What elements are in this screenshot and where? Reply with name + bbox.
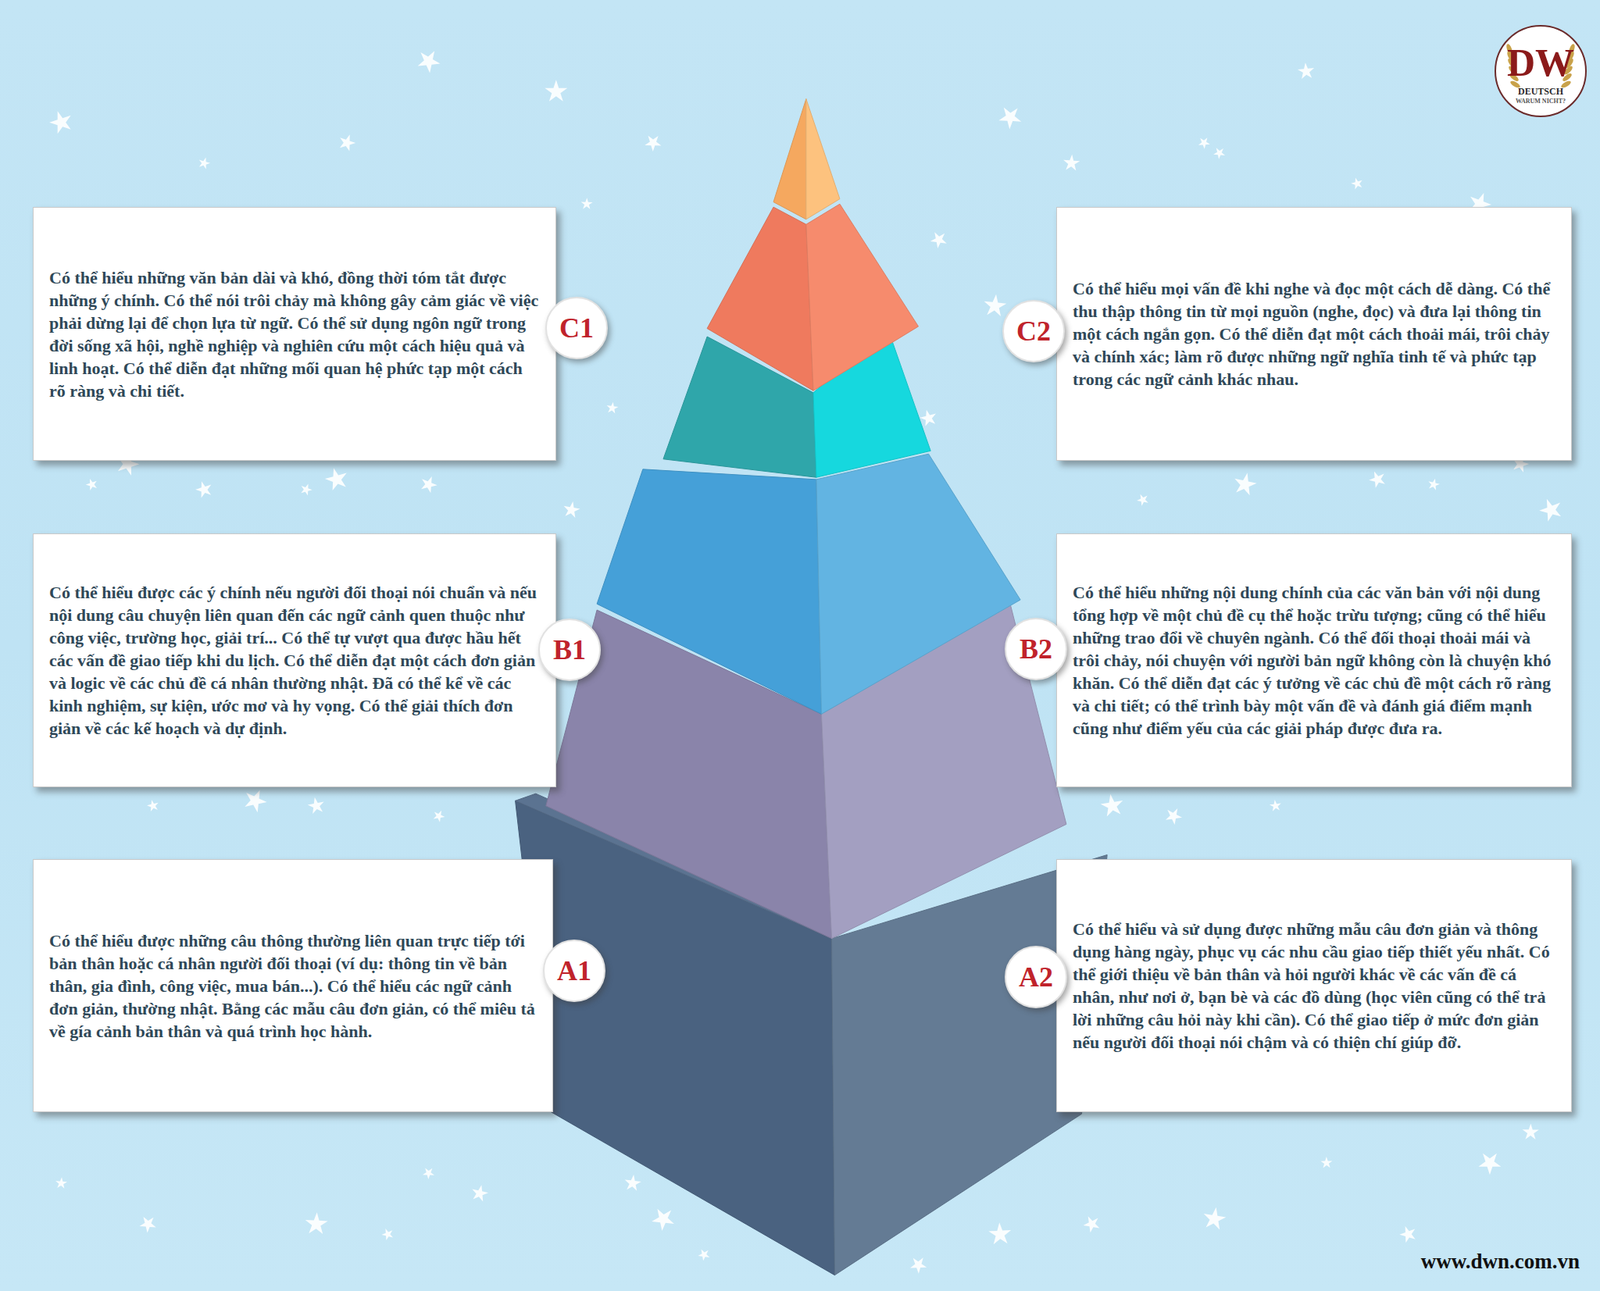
description-text: Có thể hiểu và sử dụng được những mẫu câ…	[1072, 917, 1556, 1054]
level-badge: C2	[1002, 300, 1065, 363]
star	[1196, 134, 1212, 150]
star	[986, 1219, 1015, 1249]
logo-circle	[1495, 25, 1586, 117]
pyramid-face	[773, 99, 807, 220]
level-badge: B2	[1004, 617, 1068, 681]
star	[299, 482, 315, 497]
pyramid-face	[806, 99, 840, 220]
pyramid	[515, 99, 1108, 1276]
star	[1201, 1206, 1228, 1232]
level-description-box: Có thể hiểu những nội dung chính của các…	[1056, 533, 1572, 788]
star	[544, 79, 568, 102]
star	[431, 808, 447, 824]
star	[907, 1253, 931, 1276]
star	[1475, 1146, 1507, 1178]
description-text: Có thể hiểu được những câu thông thường …	[49, 929, 537, 1043]
description-text: Có thể hiểu mọi vấn đề khi nghe và đọc m…	[1072, 277, 1556, 391]
star	[469, 1183, 490, 1203]
star	[928, 228, 951, 251]
logo-text: WARUM NICHT?	[1515, 98, 1566, 105]
pyramid-face	[596, 469, 822, 715]
star	[580, 197, 593, 210]
star	[642, 131, 665, 154]
star	[1296, 60, 1318, 82]
star	[136, 1212, 160, 1236]
star	[982, 292, 1008, 317]
website-url: www.dwn.com.vn	[1421, 1251, 1580, 1273]
star	[1268, 798, 1284, 815]
star	[1350, 175, 1366, 191]
star	[380, 1226, 397, 1243]
star	[995, 100, 1027, 133]
level-code: A2	[1018, 961, 1054, 993]
level-code: A1	[557, 955, 592, 987]
star	[1521, 1123, 1540, 1140]
level-code: C1	[559, 312, 594, 344]
star	[1319, 1155, 1334, 1171]
pyramid-face	[806, 203, 919, 391]
star	[146, 797, 162, 814]
description-text: Có thể hiểu những nội dung chính của các…	[1072, 581, 1556, 740]
star	[561, 500, 581, 519]
level-badge: A2	[1004, 946, 1068, 1009]
star	[605, 401, 619, 415]
level-badge: C1	[545, 296, 608, 360]
level-description-box: Có thể hiểu được những câu thông thường …	[32, 859, 554, 1113]
star	[1162, 804, 1185, 827]
star	[417, 473, 440, 495]
star	[1426, 477, 1441, 491]
star	[322, 463, 354, 494]
level-description-box: Có thể hiểu mọi vấn đề khi nghe và đọc m…	[1056, 207, 1572, 461]
level-badge: A1	[542, 939, 606, 1003]
star	[1536, 493, 1568, 525]
level-code: C2	[1016, 315, 1051, 347]
description-text: Có thể hiểu được các ý chính nếu người đ…	[49, 581, 540, 740]
star	[304, 1211, 329, 1235]
star	[46, 106, 78, 138]
star	[54, 1177, 68, 1190]
star	[414, 45, 445, 75]
logo-text: DEUTSCH	[1517, 86, 1564, 97]
logo	[1495, 25, 1586, 117]
star	[1211, 144, 1229, 161]
star	[1081, 1212, 1104, 1236]
star	[306, 794, 329, 817]
star	[196, 155, 212, 170]
level-badge: B1	[538, 618, 601, 682]
star	[336, 132, 358, 153]
star	[1062, 153, 1081, 172]
star	[1135, 491, 1152, 508]
star	[240, 785, 271, 815]
star	[1366, 467, 1390, 491]
level-description-box: Có thể hiểu và sử dụng được những mẫu câ…	[1056, 859, 1572, 1113]
level-code: B1	[553, 634, 586, 666]
level-description-box: Có thể hiểu được các ý chính nếu người đ…	[32, 533, 557, 788]
pyramid-face	[816, 453, 1021, 715]
star	[1098, 790, 1129, 821]
star	[648, 1203, 680, 1235]
star	[1232, 471, 1259, 497]
star	[421, 1164, 438, 1182]
level-description-box: Có thể hiểu những văn bản dài và khó, đồ…	[32, 207, 557, 461]
star	[84, 476, 100, 493]
description-text: Có thể hiểu những văn bản dài và khó, đồ…	[49, 266, 540, 403]
star	[696, 1246, 713, 1264]
level-code: B2	[1019, 633, 1053, 665]
pyramid-face	[707, 207, 814, 391]
star	[193, 478, 217, 501]
logo-text: DW	[1507, 42, 1575, 83]
star	[623, 1174, 643, 1193]
star	[1397, 1222, 1421, 1246]
